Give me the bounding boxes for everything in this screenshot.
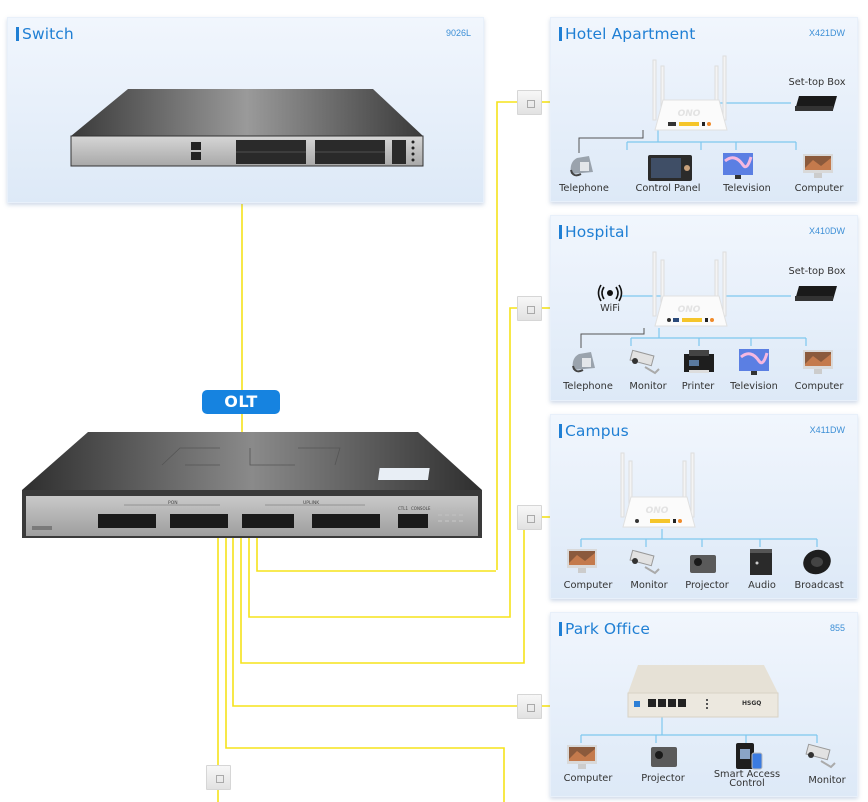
wifi-icon (597, 284, 623, 302)
scenario-title-text: Hospital (565, 223, 630, 241)
switch-title: Switch (16, 25, 74, 43)
set-top-box-icon (795, 96, 837, 111)
computer-icon (567, 549, 597, 573)
olt-console-label: CONSOLE (411, 506, 431, 511)
device-label: Smart Access Control (713, 769, 781, 789)
side-device-label: Set-top Box (788, 266, 846, 277)
device-label: Telephone (559, 183, 609, 194)
fiber-campus-in (248, 538, 511, 618)
device-label: Monitor (630, 580, 668, 591)
splitter-hospital (517, 296, 542, 321)
title-accent-bar (559, 424, 562, 438)
scenario-title: Hospital (559, 223, 629, 241)
park-topology (580, 717, 818, 743)
device-label: Monitor (808, 775, 846, 786)
telephone-icon (570, 156, 593, 177)
campus-topology (580, 529, 818, 547)
scenario-panel-park: Park Office 855 HSGQ Computer Projector … (550, 612, 858, 797)
device-label: Audio (748, 580, 776, 591)
side-device-label: WiFi (600, 303, 620, 314)
olt-device-icon: PON UPLINK CTL1 CONSOLE (22, 432, 482, 538)
olt-ctl-label: CTL1 (398, 506, 408, 511)
device-label: Monitor (629, 381, 667, 392)
fiber-hospital (256, 538, 496, 572)
device-label: Computer (794, 183, 844, 194)
fiber-park (232, 538, 517, 707)
monitor-camera-icon (629, 349, 660, 375)
scenario-model: X411DW (809, 425, 845, 435)
gateway-855-icon: HSGQ (627, 665, 779, 718)
scenario-title-text: Campus (565, 422, 629, 440)
device-label: Projector (641, 773, 685, 784)
onu-router-icon: ONO (620, 452, 696, 528)
title-accent-bar (559, 622, 562, 636)
scenario-title-text: Hotel Apartment (565, 25, 696, 43)
title-accent-bar (559, 225, 562, 239)
olt-uplink-label: UPLINK (303, 500, 320, 506)
projector-icon (651, 747, 677, 767)
monitor-camera-icon (629, 549, 660, 575)
device-label: Printer (681, 381, 715, 392)
fiber-campus (240, 530, 525, 664)
olt-badge: OLT (202, 390, 280, 414)
control-panel-icon (648, 155, 692, 181)
scenario-panel-hotel: Hotel Apartment X421DW ONO Set-top Box T… (550, 17, 858, 202)
device-label: Computer (563, 773, 613, 784)
scenario-model: 855 (829, 623, 845, 633)
svg-text:ONO: ONO (678, 305, 701, 315)
scenario-panel-hospital: Hospital X410DW ONO WiFi Set-top Box Tel… (550, 215, 858, 401)
fiber-hospital-link (509, 307, 517, 570)
onu-router-icon: ONO (652, 55, 728, 131)
scenario-panel-campus: Campus X411DW ONO Computer Monitor Proje… (550, 414, 858, 599)
computer-icon (803, 350, 833, 374)
title-accent-bar (559, 27, 562, 41)
scenario-title-text: Park Office (565, 620, 651, 638)
splitter-park (517, 694, 542, 719)
television-icon (739, 349, 769, 375)
projector-icon (690, 555, 716, 573)
svg-text:HSGQ: HSGQ (742, 700, 761, 707)
title-accent-bar (16, 27, 19, 41)
switch-title-text: Switch (22, 25, 74, 43)
scenario-model: X410DW (808, 226, 845, 236)
printer-icon (684, 350, 714, 373)
splitter-hotel (517, 90, 542, 115)
scenario-title: Park Office (559, 620, 650, 638)
fiber-hotel (496, 101, 517, 570)
switch-panel: Switch 9026L (7, 17, 484, 203)
splitter-campus (517, 505, 542, 530)
device-label: Control Panel (635, 183, 701, 194)
computer-icon (803, 154, 833, 178)
audio-icon (750, 549, 772, 575)
smart-access-control-icon (736, 743, 763, 770)
device-label: Projector (685, 580, 729, 591)
svg-text:ONO: ONO (678, 109, 701, 119)
device-label: Television (723, 183, 771, 194)
computer-icon (567, 745, 597, 769)
broadcast-speaker-icon (803, 549, 831, 575)
scenario-title: Campus (559, 422, 629, 440)
set-top-box-icon (795, 286, 837, 301)
svg-text:ONO: ONO (646, 506, 669, 516)
telephone-icon (572, 352, 595, 373)
device-label: Computer (563, 580, 613, 591)
monitor-camera-icon (805, 743, 836, 769)
splitter-drop (206, 765, 231, 790)
side-device-label: Set-top Box (788, 77, 846, 88)
scenario-model: X421DW (808, 28, 845, 38)
device-label: Broadcast (794, 580, 844, 591)
switch-device-icon (70, 89, 424, 167)
scenario-title: Hotel Apartment (559, 25, 695, 43)
onu-router-icon: ONO (652, 251, 728, 327)
switch-model: 9026L (445, 28, 471, 38)
olt-pon-label: PON (168, 500, 178, 506)
device-label: Computer (794, 381, 844, 392)
television-icon (723, 153, 753, 179)
fiber-bottom (225, 538, 505, 802)
device-label: Telephone (563, 381, 613, 392)
device-label: Television (730, 381, 778, 392)
